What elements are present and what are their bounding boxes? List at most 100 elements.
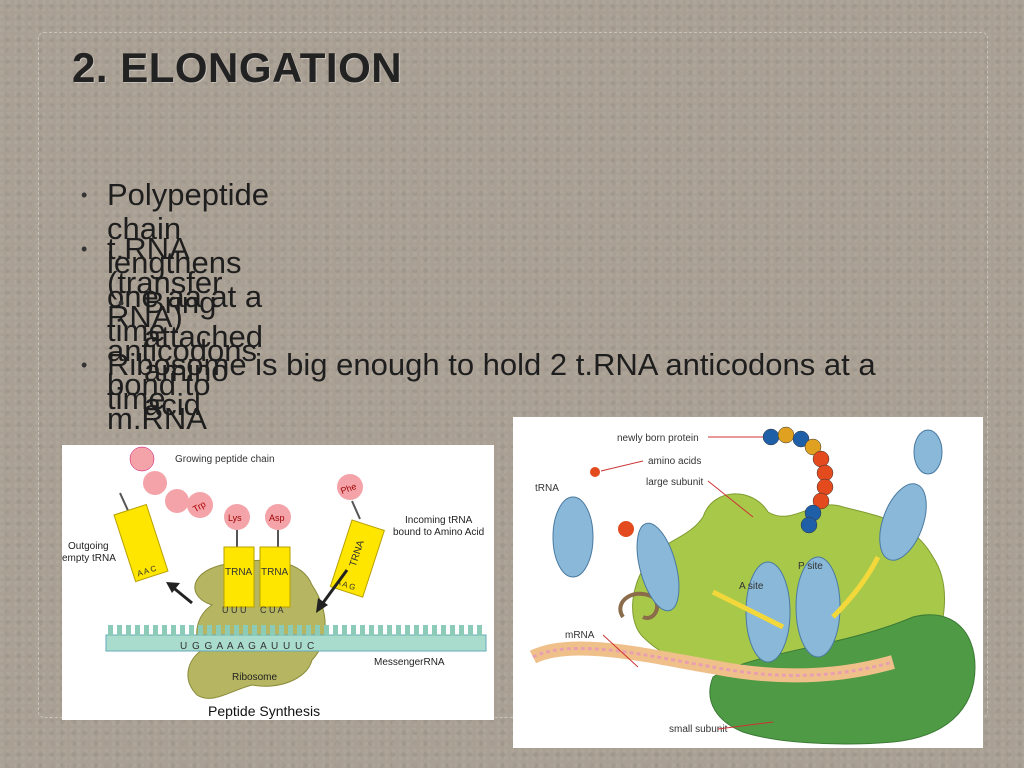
peptide-synthesis-svg: Trp Growing peptide chain Lys Asp Phe TR… xyxy=(62,446,487,719)
arrowhead xyxy=(316,598,328,613)
asp-bead xyxy=(265,504,291,530)
ribosome-svg: newly born protein amino acids large sub… xyxy=(529,426,976,745)
bullet-marker: • xyxy=(81,239,88,259)
incoming-label: bound to Amino Acid xyxy=(393,527,484,538)
mrna-sequence: U G G A A A G A U U U C xyxy=(180,641,315,652)
mrna-tooth xyxy=(360,625,365,636)
trna-shape xyxy=(795,556,841,658)
mrna-tooth xyxy=(198,625,203,636)
protein-bead xyxy=(816,478,834,496)
leader-line xyxy=(602,634,639,668)
mrna-tooth xyxy=(333,625,338,636)
sub-bullet-item: • Bring attached amino acid xyxy=(118,285,263,422)
protein-bead xyxy=(804,438,822,456)
site-arrow xyxy=(831,555,881,619)
leader-line xyxy=(600,460,644,472)
amino-acids-label: amino acids xyxy=(648,456,701,467)
mrna-tooth xyxy=(414,625,419,636)
trna-shapes xyxy=(552,429,943,663)
slide-title: 2. ELONGATION xyxy=(72,44,403,91)
peptide-bead xyxy=(143,471,167,495)
trna-shape xyxy=(913,429,943,475)
trna-shape xyxy=(636,522,680,612)
peptide-bead xyxy=(165,489,189,513)
mrna-tooth xyxy=(288,625,293,636)
trna-shape xyxy=(879,483,927,561)
mrna-tooth xyxy=(225,625,230,636)
ribosome-label: Ribosome xyxy=(232,672,277,683)
entry-arrow xyxy=(318,569,349,608)
mrna-tooth xyxy=(261,625,266,636)
amino-acid-bead xyxy=(618,521,634,537)
mrna-codons xyxy=(532,646,894,677)
lys-label: Lys xyxy=(228,513,242,523)
phe-bead xyxy=(337,474,363,500)
trna-shape xyxy=(745,561,791,663)
bullet-item: • t.RNA (transfer RNA) anticodons bond t… xyxy=(81,231,257,436)
mrna-tooth xyxy=(342,625,347,636)
mrna-tooth xyxy=(315,625,320,636)
newly-born-protein-label: newly born protein xyxy=(617,433,699,444)
protein-bead xyxy=(812,450,830,468)
trp-bead xyxy=(187,492,213,518)
mrna-tooth xyxy=(153,625,158,636)
mrna-tooth xyxy=(117,625,122,636)
outgoing-label: empty tRNA xyxy=(62,553,116,564)
p-site-label: P site xyxy=(798,561,823,572)
mrna-tooth xyxy=(423,625,428,636)
mrna-tooth xyxy=(135,625,140,636)
mrna-tooth xyxy=(450,625,455,636)
mrna-tooth xyxy=(234,625,239,636)
mrna-tooth xyxy=(396,625,401,636)
trna-label: TRNA xyxy=(261,567,289,578)
protein-bead xyxy=(792,430,810,448)
ribosome-illustration: newly born protein amino acids large sub… xyxy=(513,417,983,748)
mrna-tooth xyxy=(351,625,356,636)
growing-chain-label: Growing peptide chain xyxy=(175,454,275,465)
trna-body xyxy=(329,519,385,598)
incoming-label: Incoming tRNA xyxy=(405,515,473,526)
leader-line xyxy=(717,721,774,730)
mrna-tooth xyxy=(441,625,446,636)
protein-bead xyxy=(816,464,834,482)
mrna-tooth xyxy=(216,625,221,636)
bullet-text: Ribosome is big enough to hold 2 t.RNA a… xyxy=(107,347,876,416)
anticodon-label: U U U xyxy=(222,605,247,615)
mrna-tooth xyxy=(171,625,176,636)
mrna-tooth xyxy=(270,625,275,636)
mrna-tooth xyxy=(279,625,284,636)
mrna-teeth xyxy=(108,625,482,636)
mrna-strand xyxy=(105,634,487,652)
trna-body xyxy=(113,503,169,583)
mrna-tooth xyxy=(306,625,311,636)
a-site-label: A site xyxy=(739,581,764,592)
mrna-tooth xyxy=(405,625,410,636)
trna-shape xyxy=(552,496,594,578)
mrna-tooth xyxy=(144,625,149,636)
mrna-tooth xyxy=(126,625,131,636)
mrna-tooth xyxy=(180,625,185,636)
arrowhead xyxy=(166,582,180,593)
outgoing-label: Outgoing xyxy=(68,541,109,552)
mrna-tooth xyxy=(189,625,194,636)
bullet-text: Bring attached amino acid xyxy=(144,285,263,422)
trna-label: TRNA xyxy=(225,567,253,578)
mrna-tooth xyxy=(207,625,212,636)
mrna-tooth xyxy=(324,625,329,636)
bullet-marker: • xyxy=(81,185,88,205)
site-arrow xyxy=(711,589,785,630)
protein-bead xyxy=(800,516,818,534)
leader-line xyxy=(707,480,754,518)
protein-bead xyxy=(777,426,795,444)
protein-beads xyxy=(762,426,834,534)
mrna-label: mRNA xyxy=(565,630,595,641)
mrna-tooth xyxy=(162,625,167,636)
peptide-bead xyxy=(129,446,155,472)
trna-in-ribosome xyxy=(223,546,255,608)
protein-bead xyxy=(812,492,830,510)
mrna-tooth xyxy=(297,625,302,636)
bullet-text: Polypeptide chain lengthens one aa at a … xyxy=(107,177,270,348)
small-subunit-label: small subunit xyxy=(669,724,728,735)
bullet-text: t.RNA (transfer RNA) anticodons bond to … xyxy=(107,231,257,436)
lys-bead xyxy=(224,504,250,530)
